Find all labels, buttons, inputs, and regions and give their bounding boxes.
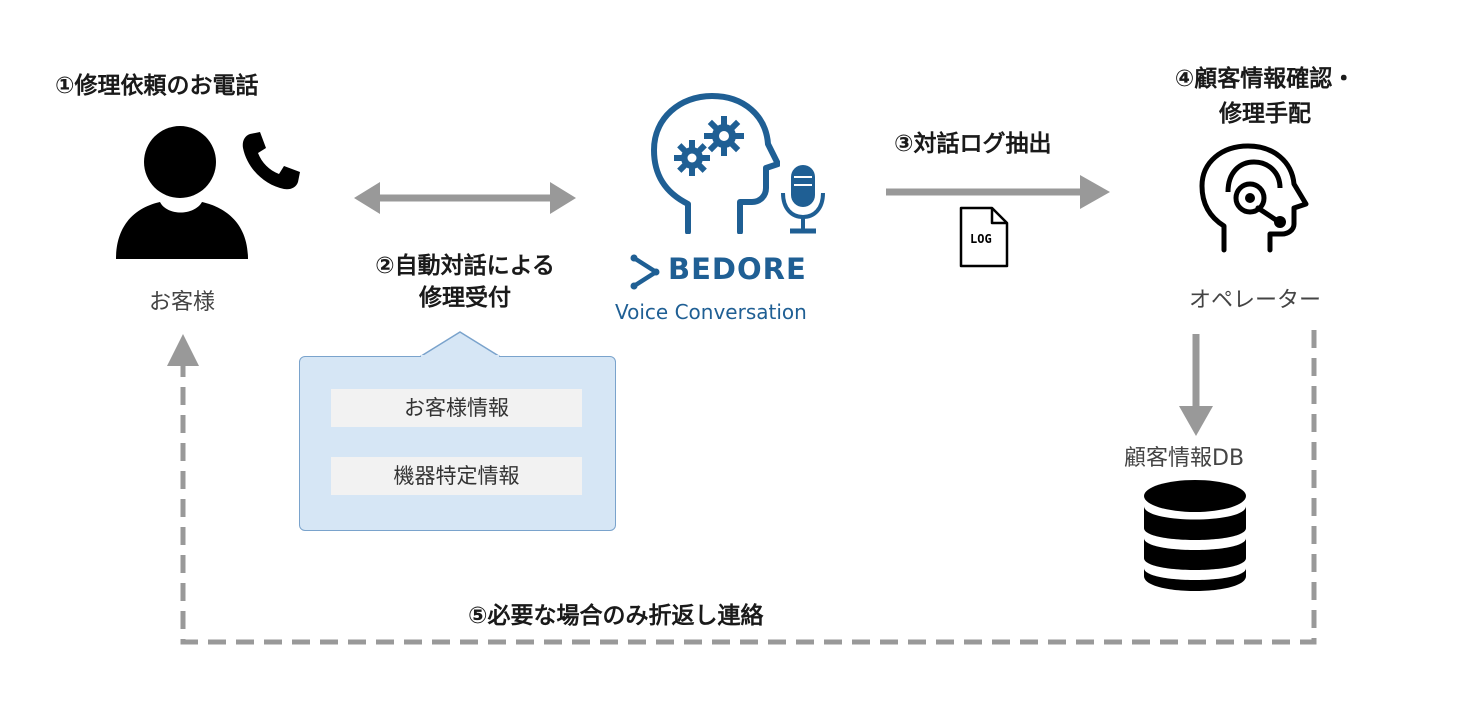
step2-title: ②自動対話による 修理受付 [340, 250, 590, 314]
info-bubble: お客様情報 機器特定情報 [299, 356, 616, 531]
log-file-label: LOG [970, 232, 992, 246]
bedore-product: Voice Conversation [615, 300, 807, 324]
bubble-item-customer-info: お客様情報 [331, 389, 582, 427]
bedore-logo-icon [630, 254, 660, 290]
down-arrow [1179, 334, 1213, 436]
return-dashed-path [167, 330, 1317, 645]
person-icon [116, 126, 248, 259]
bubble-pointer-join [421, 355, 499, 359]
phone-icon [242, 132, 300, 190]
step4-title-line2: 修理手配 [1219, 101, 1311, 127]
brain-gears-icon [651, 93, 780, 234]
step2-title-line1: ②自動対話による [375, 253, 555, 279]
step1-title: ①修理依頼のお電話 [55, 73, 259, 99]
right-arrow [886, 175, 1110, 209]
double-arrow [354, 182, 576, 214]
bubble-item-device-info: 機器特定情報 [331, 457, 582, 495]
customer-label: お客様 [148, 290, 215, 315]
step2-title-line2: 修理受付 [419, 285, 511, 311]
database-label: 顧客情報DB [1124, 446, 1245, 471]
log-file-icon [959, 206, 1009, 268]
step4-title-line1: ④顧客情報確認・ [1174, 66, 1356, 92]
step5-title: ⑤必要な場合のみ折返し連絡 [468, 603, 764, 629]
step4-title: ④顧客情報確認・ 修理手配 [1135, 62, 1395, 132]
database-icon [1144, 480, 1246, 591]
microphone-icon [781, 165, 825, 234]
operator-label: オペレーター [1188, 288, 1321, 313]
bedore-brand: BEDORE [668, 252, 807, 286]
step3-title: ③対話ログ抽出 [894, 131, 1052, 157]
operator-headset-icon [1199, 143, 1309, 253]
